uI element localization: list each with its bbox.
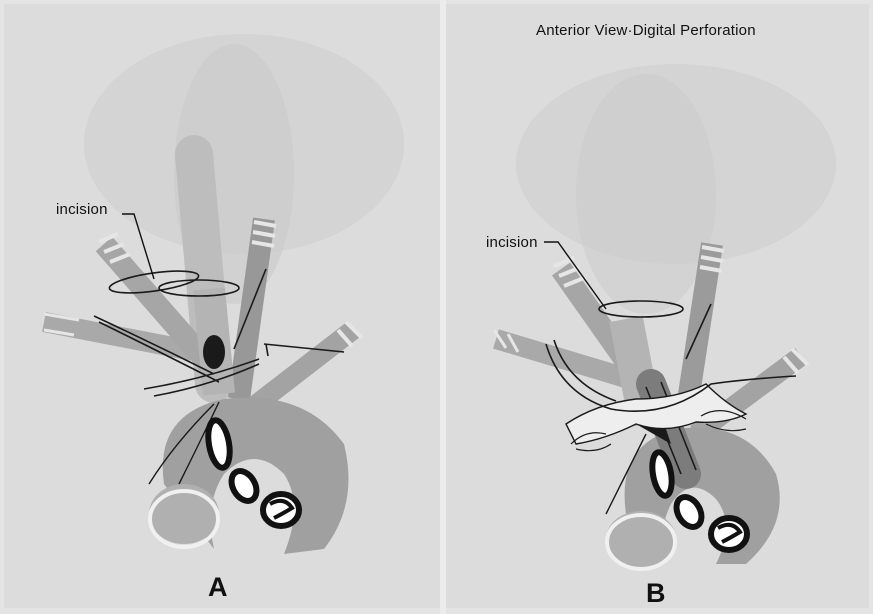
node-2-a (226, 467, 261, 506)
node-2-b (671, 493, 706, 532)
panel-label-a: A (208, 572, 228, 603)
panel-label-b: B (646, 578, 666, 608)
panel-b: Anterior View·Digital Perforation incisi… (446, 4, 869, 608)
illustration-a (4, 4, 440, 608)
perforation-a (203, 335, 225, 369)
illustration-b (446, 4, 869, 608)
incision-label-a: incision (56, 201, 108, 218)
panel-a: incision A (4, 4, 440, 608)
incision-label-b: incision (486, 234, 538, 251)
diagram-title: Anterior View·Digital Perforation (536, 22, 756, 39)
